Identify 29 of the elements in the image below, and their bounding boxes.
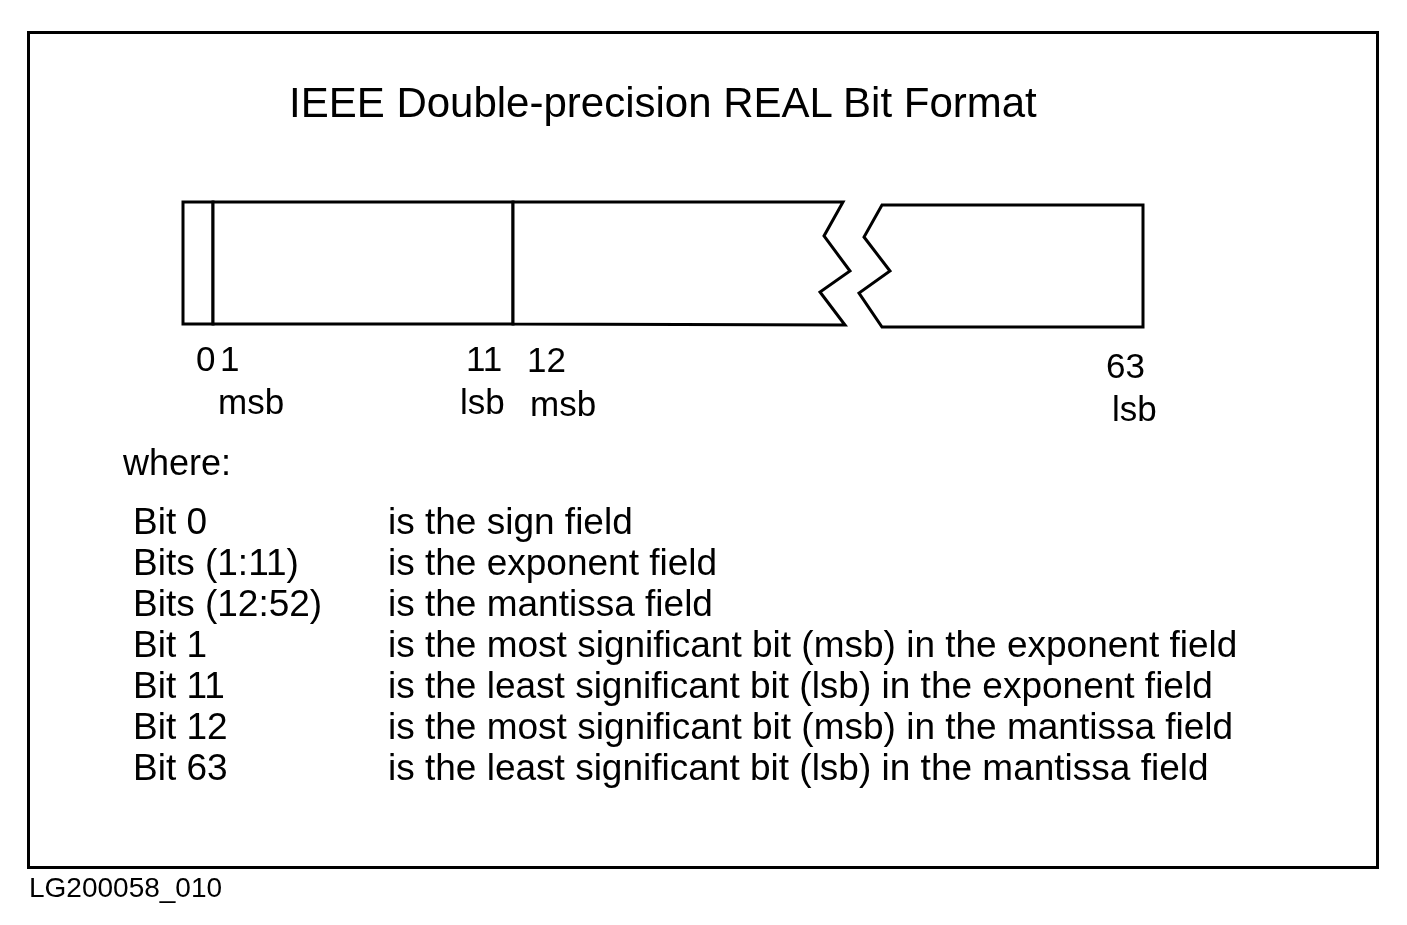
bit-range-term: Bits (12:52) — [133, 583, 323, 624]
bit-significance-label: lsb — [1112, 391, 1157, 426]
field-definition: is the most significant bit (msb) in the exponent field — [388, 624, 1238, 665]
mantissa-field-start — [509, 198, 854, 329]
bit-significance-label: msb — [530, 386, 597, 421]
key-heading: where: — [123, 445, 232, 481]
figure-id: LG200058_010 — [29, 874, 223, 902]
mantissa-field-end — [855, 201, 1147, 331]
bit-range-term: Bit 63 — [133, 747, 228, 788]
field-definition: is the mantissa field — [388, 583, 713, 624]
bit-number: 11 — [466, 341, 503, 376]
exponent-field — [209, 198, 517, 328]
bit-number: 12 — [527, 342, 566, 377]
bit-number: 0 — [196, 341, 216, 376]
bit-number: 1 — [220, 341, 240, 376]
bit-range-term: Bits (1:11) — [133, 542, 299, 583]
bit-range-term: Bit 11 — [133, 665, 225, 706]
field-definition: is the sign field — [388, 501, 633, 542]
bit-range-term: Bit 12 — [133, 706, 228, 747]
bit-significance-label: lsb — [460, 384, 505, 419]
bit-significance-label: msb — [218, 384, 285, 419]
bit-range-term: Bit 0 — [133, 501, 208, 542]
field-definition: is the most significant bit (msb) in the mantissa field — [388, 706, 1234, 747]
field-definition: is the exponent field — [388, 542, 718, 583]
bit-number: 63 — [1106, 348, 1145, 383]
bit-range-term: Bit 1 — [133, 624, 208, 665]
diagram-title: IEEE Double-precision REAL Bit Format — [289, 82, 1037, 124]
field-definition: is the least significant bit (lsb) in the mantissa field — [388, 747, 1209, 788]
field-definition: is the least significant bit (lsb) in the exponent field — [388, 665, 1213, 706]
